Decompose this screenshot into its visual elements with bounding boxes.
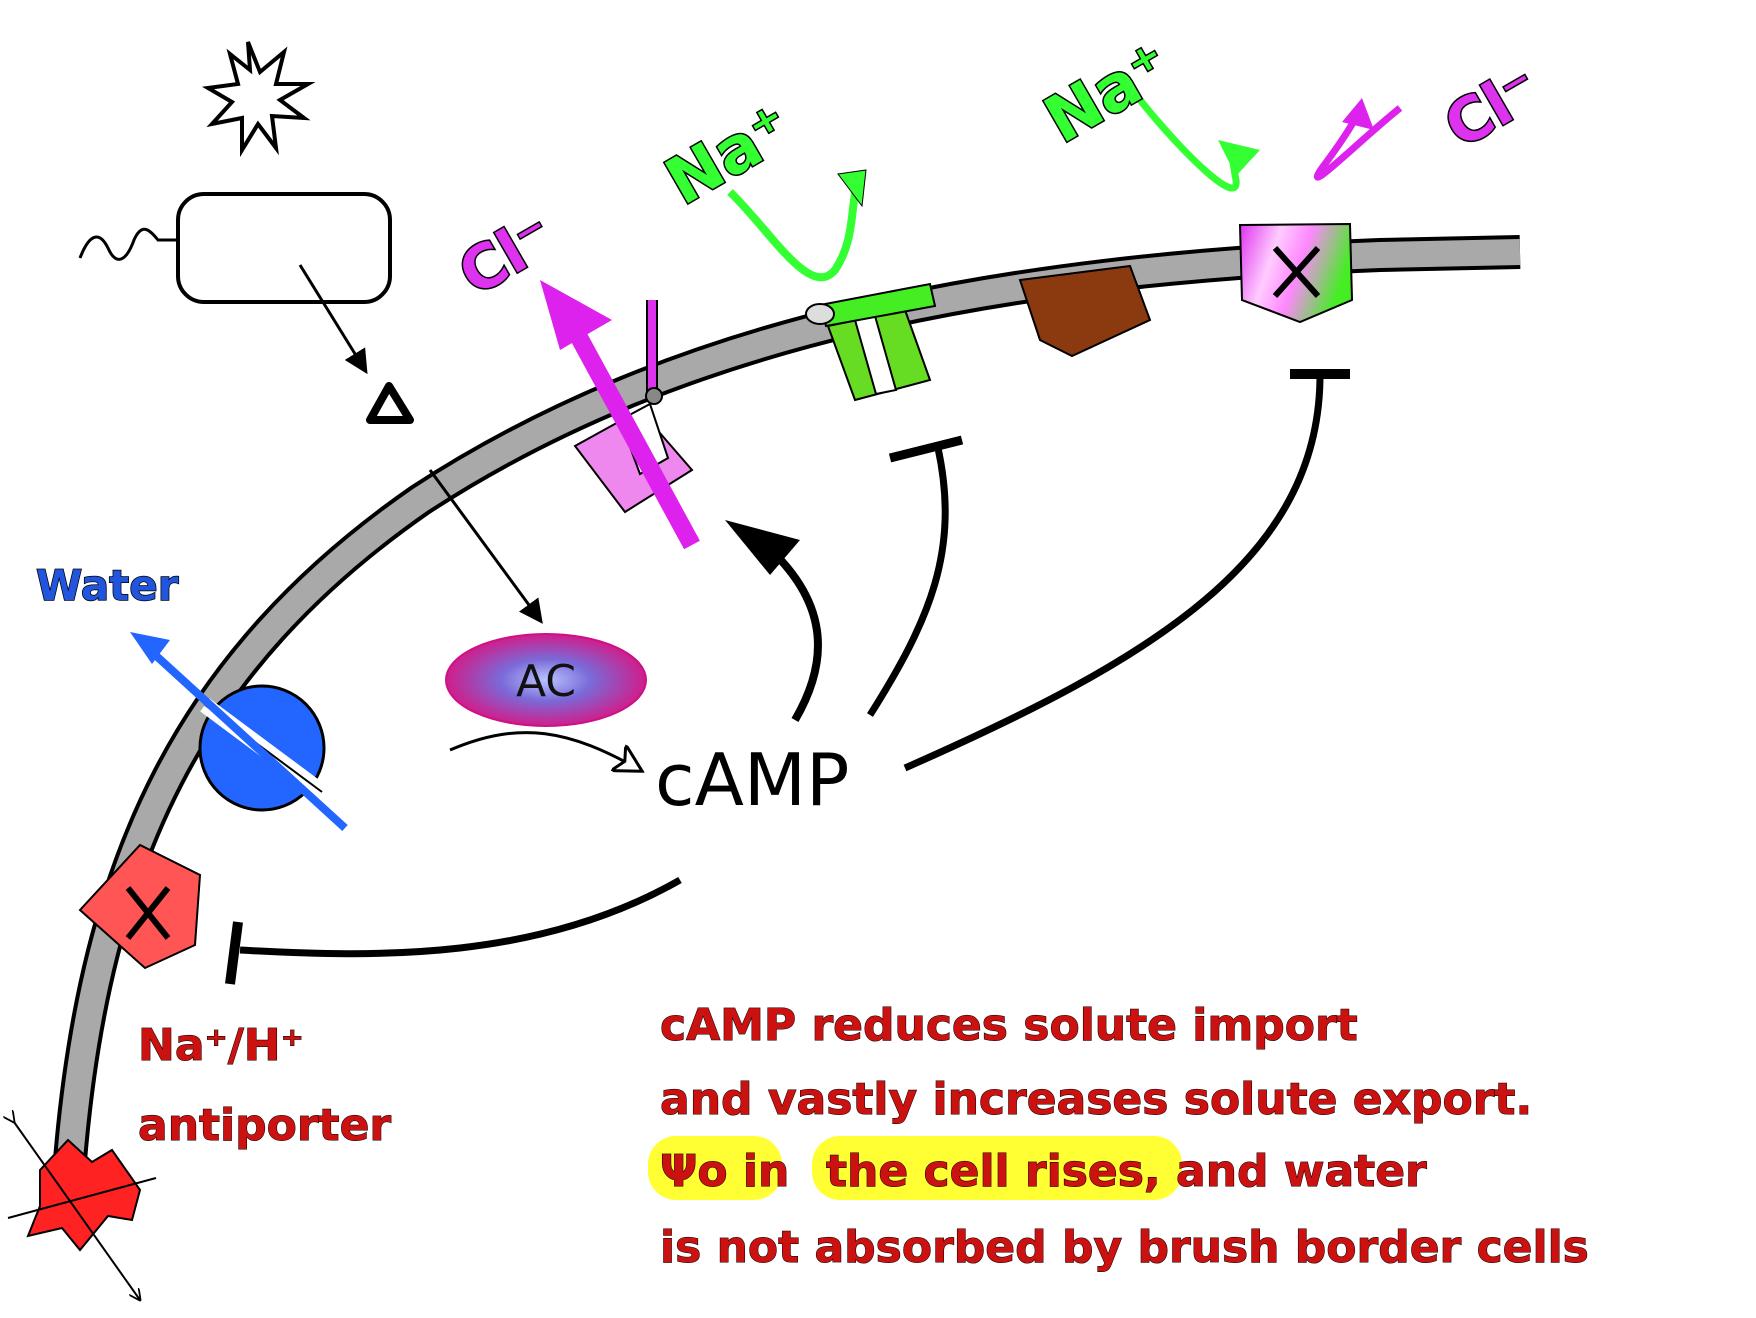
activation-arrow: [757, 536, 822, 723]
arrow-ac-to-camp: [449, 731, 640, 770]
highlight-b: [812, 1136, 1182, 1200]
adenylyl-cyclase: [445, 633, 647, 727]
sodium-right-arrowhead: [1218, 140, 1260, 176]
arrow-to-ac: [428, 469, 543, 624]
sodium-label-right: Na⁺: [1033, 29, 1183, 158]
arrow-receptor-to-ligand: [298, 264, 368, 375]
chloride-right-arrowhead: [1342, 98, 1374, 130]
inhibition-bar-sodium: [888, 435, 964, 463]
camp-label: cAMP: [655, 738, 849, 822]
red-star-shape: [8, 1122, 157, 1300]
caption-line1: cAMP reduces solute import: [660, 1000, 1358, 1051]
receptor: [78, 192, 392, 304]
x-mark-icon: [1272, 245, 1321, 299]
inhibition-antiporter: [239, 876, 682, 958]
water-label: Water: [36, 561, 179, 610]
caption-line3c: and water: [1176, 1146, 1427, 1197]
caption-line3b: the cell rises,: [826, 1146, 1161, 1197]
inhibition-sodium-channel: [867, 447, 949, 717]
brown-transporter: [1018, 264, 1152, 358]
sodium-label-mid: Na⁺: [654, 90, 804, 219]
caption: cAMP reduces solute import and vastly in…: [648, 1000, 1589, 1274]
chloride-label-right: Cl⁻: [1433, 53, 1551, 162]
highlight-a: [648, 1136, 782, 1200]
antiporter-label-line1: Na⁺/H⁺: [138, 1020, 304, 1071]
chloride-export-arrow: [540, 280, 700, 550]
triangle-ligand-icon: [366, 382, 414, 424]
caption-line2: and vastly increases solute export.: [660, 1074, 1532, 1125]
chloride-right-arrow: [1313, 105, 1403, 181]
caption-line4: is not absorbed by brush border cells: [660, 1222, 1589, 1273]
caption-line3a: Ψo in: [660, 1146, 789, 1197]
water-arrow: [130, 632, 348, 831]
inhibition-bar-antiporter: [225, 921, 243, 985]
sodium-uptake-arrow: [727, 177, 862, 282]
antiporter: [78, 843, 202, 970]
inhibition-right-exchanger: [903, 374, 1324, 772]
activation-arrowhead: [725, 520, 800, 575]
x-mark-icon: [125, 886, 171, 940]
star-burst-icon: [201, 41, 316, 158]
antiporter-label-line2: antiporter: [138, 1100, 391, 1151]
sodium-uptake-arrowhead: [837, 169, 867, 208]
sodium-channel: [805, 282, 937, 402]
right-exchanger: [1238, 222, 1354, 324]
ac-label: AC: [516, 656, 576, 707]
